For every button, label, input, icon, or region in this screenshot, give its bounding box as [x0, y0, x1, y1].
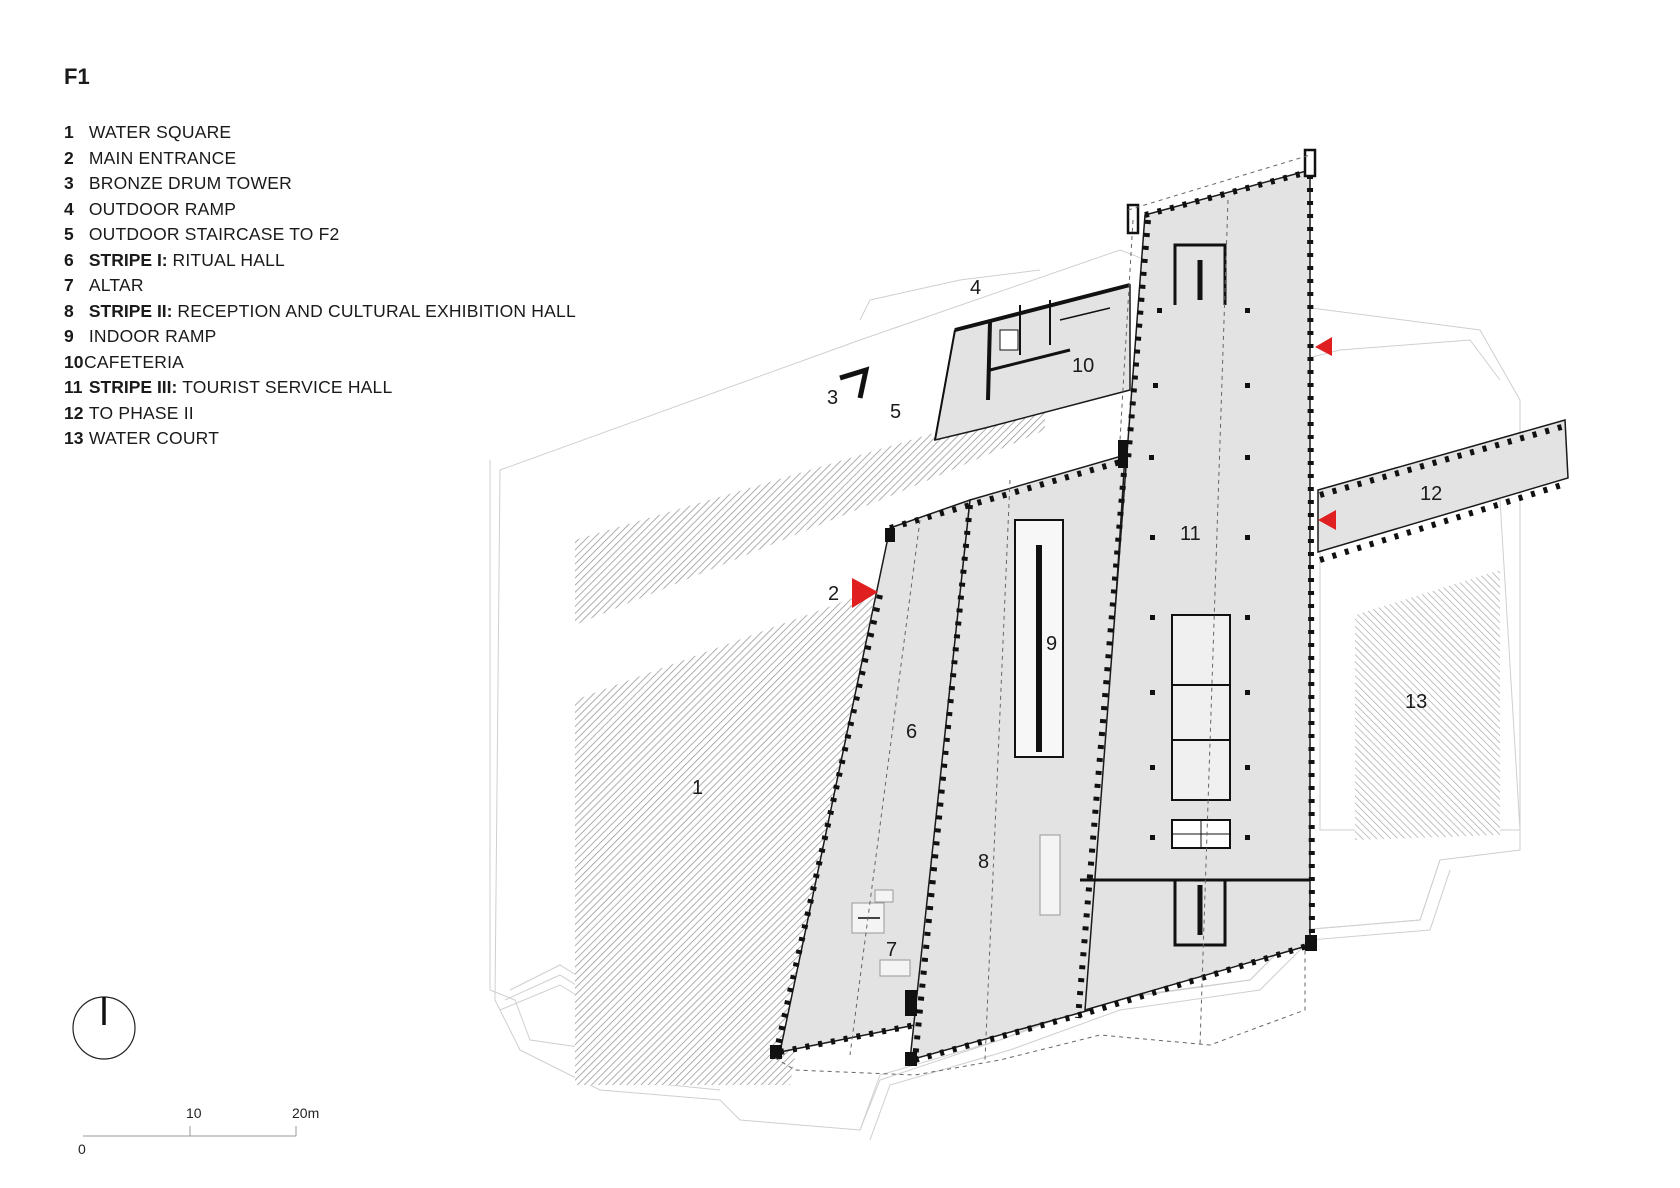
label-water-court: 13 — [1405, 691, 1427, 713]
page-title: F1 — [64, 64, 90, 89]
entrance-arrows — [852, 337, 1336, 608]
label-outdoor-ramp: 4 — [970, 277, 981, 299]
altar — [851, 834, 1061, 977]
north-arrow-icon — [72, 996, 136, 1060]
legend-number: 11 — [64, 377, 83, 397]
east-entrance-arrow-icon — [1318, 510, 1336, 530]
legend-number: 2 — [64, 147, 74, 168]
water-strip-surface — [575, 400, 1045, 625]
legend-item: 3 BRONZE DRUM TOWER — [64, 171, 576, 197]
legend-text: WATER SQUARE — [88, 122, 232, 142]
legend-number: 7 — [64, 275, 74, 295]
legend-text: RECEPTION AND CULTURAL EXHIBITION HALL — [177, 300, 576, 321]
indoor-ramp — [1014, 519, 1064, 758]
legend-number: 1 — [64, 122, 74, 142]
tower-frames — [1126, 148, 1317, 235]
legend-text: OUTDOOR RAMP — [88, 198, 237, 219]
legend-item: 7 ALTAR — [64, 273, 576, 299]
legend-stripe: STRIPE III: — [88, 377, 178, 397]
legend-text: MAIN ENTRANCE — [88, 147, 237, 168]
label-indoor-ramp: 9 — [1046, 633, 1057, 655]
east-entrance-arrow-icon — [1315, 337, 1332, 356]
label-cafeteria: 10 — [1072, 355, 1094, 377]
legend-number: 3 — [64, 173, 74, 193]
legend-number: 6 — [64, 249, 74, 270]
column-lines — [772, 169, 1566, 1063]
legend-item: 1 WATER SQUARE — [64, 120, 576, 146]
legend-stripe: STRIPE II: — [88, 300, 173, 321]
water-court-surface — [1355, 570, 1500, 840]
label-water-square: 1 — [692, 777, 703, 799]
label-ritual-hall: 6 — [906, 721, 917, 743]
legend-item: 2 MAIN ENTRANCE — [64, 146, 576, 172]
legend-text: TOURIST SERVICE HALL — [182, 377, 393, 397]
legend-text: WATER COURT — [88, 428, 220, 448]
legend-item: 11 STRIPE III: TOURIST SERVICE HALL — [64, 375, 576, 401]
label-outdoor-staircase: 5 — [890, 401, 901, 423]
piers — [770, 440, 1317, 1066]
label-altar: 7 — [886, 939, 897, 961]
legend-item: 4 OUTDOOR RAMP — [64, 197, 576, 223]
dashed-lines — [774, 154, 1311, 1076]
label-phase-2: 12 — [1420, 483, 1442, 505]
label-drum-tower: 3 — [827, 387, 838, 409]
label-tourist-service-hall: 11 — [1180, 523, 1201, 545]
plan-labels: 1 2 3 4 5 6 7 8 9 10 11 12 13 — [692, 277, 1442, 961]
stripe-3-interior — [1080, 243, 1310, 947]
legend-text: CAFETERIA — [84, 351, 185, 372]
main-entrance-arrow-icon — [852, 578, 878, 608]
legend: 1 WATER SQUARE 2 MAIN ENTRANCE 3 BRONZE … — [64, 120, 576, 452]
legend-number: 13 — [64, 428, 84, 448]
legend-number: 5 — [64, 224, 74, 244]
label-main-entrance: 2 — [828, 583, 839, 605]
legend-item: 10CAFETERIA — [64, 350, 576, 376]
legend-text: BRONZE DRUM TOWER — [88, 173, 292, 193]
legend-number: 9 — [64, 326, 74, 346]
phase-2-corridor-floor — [1317, 419, 1569, 554]
label-exhibition-hall: 8 — [978, 851, 989, 873]
legend-item: 9 INDOOR RAMP — [64, 324, 576, 350]
legend-number: 12 — [64, 402, 84, 423]
legend-number: 4 — [64, 198, 74, 219]
legend-item: 8 STRIPE II: RECEPTION AND CULTURAL EXHI… — [64, 299, 576, 325]
scale-twenty: 20m — [292, 1105, 319, 1121]
legend-item: 5 OUTDOOR STAIRCASE TO F2 — [64, 222, 576, 248]
scale-bar: 0 10 20m — [78, 1105, 319, 1157]
legend-item: 13 WATER COURT — [64, 426, 576, 452]
legend-item: 12 TO PHASE II — [64, 401, 576, 427]
legend-number: 8 — [64, 300, 74, 321]
drum-tower-mark — [839, 366, 870, 399]
legend-stripe: STRIPE I: — [88, 249, 168, 270]
legend-text: OUTDOOR STAIRCASE TO F2 — [88, 224, 340, 244]
legend-text: RITUAL HALL — [172, 249, 285, 270]
legend-text: INDOOR RAMP — [88, 326, 217, 346]
scale-ten: 10 — [186, 1105, 202, 1121]
legend-item: 6 STRIPE I: RITUAL HALL — [64, 248, 576, 274]
legend-text: TO PHASE II — [88, 402, 194, 423]
legend-text: ALTAR — [88, 275, 144, 295]
columns — [1149, 308, 1250, 840]
scale-zero: 0 — [78, 1141, 86, 1157]
cafeteria-walls — [934, 283, 1131, 441]
legend-number: 10 — [64, 351, 84, 372]
